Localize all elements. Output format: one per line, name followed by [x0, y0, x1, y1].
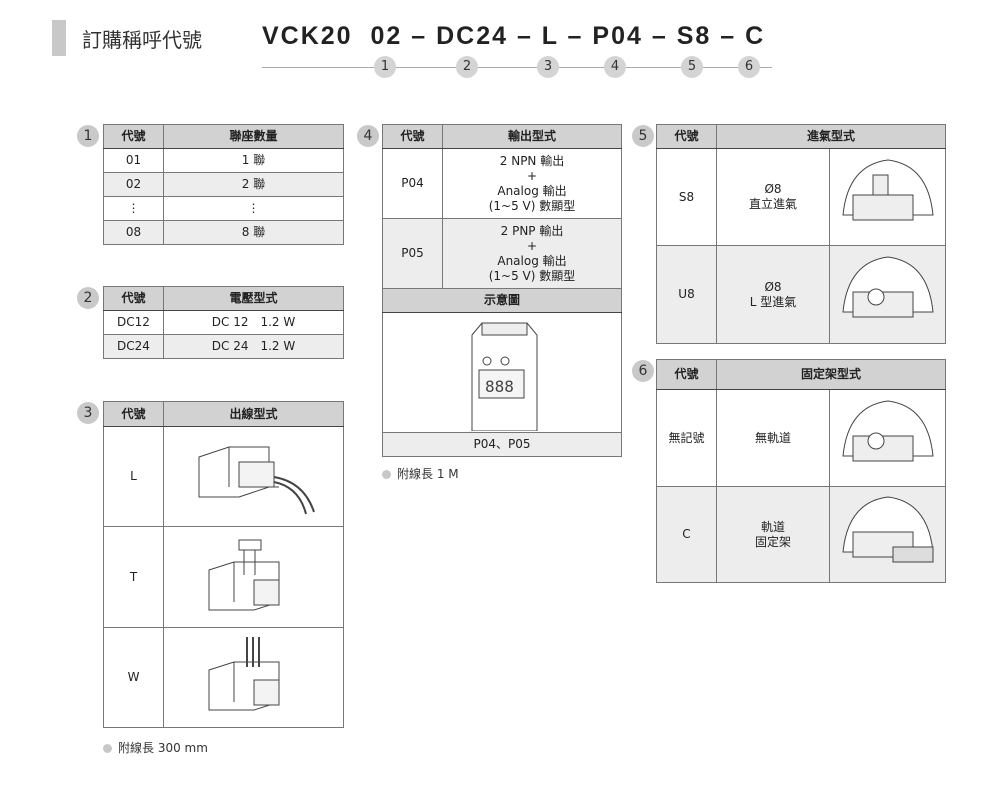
line: 2 NPN 輸出 — [499, 153, 565, 168]
col-header: 代號 — [103, 124, 164, 149]
col-header: 聯座數量 — [163, 124, 344, 149]
line: 軌道 — [760, 519, 785, 534]
cell: DC 12 1.2 W — [163, 310, 344, 335]
cell: P04 — [382, 148, 443, 219]
cell: P05 — [382, 218, 443, 289]
svg-text:888: 888 — [485, 377, 514, 396]
line: 直立進氣 — [748, 197, 797, 211]
col-header: 出線型式 — [163, 401, 344, 427]
col-header: 代號 — [382, 124, 443, 149]
inlet-u8-image — [829, 245, 946, 344]
cell: 軌道固定架 — [716, 486, 830, 583]
line: Analog 輸出 — [497, 253, 567, 268]
line: L 型進氣 — [749, 294, 797, 309]
line: Analog 輸出 — [497, 183, 567, 198]
sensor-diagram-image: 888 — [382, 312, 622, 433]
cell: ⋮ — [163, 196, 344, 221]
col-header: 代號 — [103, 401, 164, 427]
marker-2: 2 — [456, 56, 478, 78]
marker-1: 1 — [374, 56, 396, 78]
cell: 2 聯 — [163, 172, 344, 197]
badge-4: 4 — [357, 125, 379, 147]
line: 2 PNP 輸出 — [500, 223, 564, 238]
cell: W — [103, 627, 164, 728]
cell: C — [656, 486, 717, 583]
cell: ⋮ — [103, 196, 164, 221]
cell: 2 PNP 輸出+Analog 輸出(1~5 V) 數顯型 — [442, 218, 622, 289]
col-header: 輸出型式 — [442, 124, 622, 149]
diagram-header: 示意圖 — [382, 288, 622, 313]
title-bar-accent — [52, 20, 66, 56]
cell: 2 NPN 輸出+Analog 輸出(1~5 V) 數顯型 — [442, 148, 622, 219]
cell: DC12 — [103, 310, 164, 335]
wiring-w-image — [163, 627, 344, 728]
col-header: 代號 — [103, 286, 164, 311]
col-header: 電壓型式 — [163, 286, 344, 311]
line: + — [526, 168, 538, 183]
line: Ø8 — [764, 182, 782, 196]
cell: 8 聯 — [163, 220, 344, 245]
table-wiring: 代號出線型式 L T W — [103, 401, 344, 728]
bullet-icon — [103, 744, 112, 753]
marker-5: 5 — [681, 56, 703, 78]
badge-5: 5 — [632, 125, 654, 147]
badge-3: 3 — [77, 402, 99, 424]
col-header: 代號 — [656, 359, 717, 390]
line: 固定架 — [754, 534, 791, 549]
badge-2: 2 — [77, 287, 99, 309]
wiring-l-image — [163, 426, 344, 527]
cell: 無記號 — [656, 389, 717, 487]
note-cable-length: 附線長 1 M — [382, 465, 459, 482]
line: 無軌道 — [754, 430, 791, 445]
col-header: 進氣型式 — [716, 124, 946, 149]
marker-line — [262, 67, 772, 68]
marker-6: 6 — [738, 56, 760, 78]
bullet-icon — [382, 470, 391, 479]
cell: DC24 — [103, 334, 164, 359]
cell: 無軌道 — [716, 389, 830, 487]
note-cable-length: 附線長 300 mm — [103, 739, 208, 756]
model-code: VCK20 02 – DC24 – L – P04 – S8 – C — [262, 22, 766, 50]
mount-rail-image — [829, 486, 946, 583]
cell: S8 — [656, 148, 717, 246]
marker-3: 3 — [537, 56, 559, 78]
badge-6: 6 — [632, 360, 654, 382]
inlet-s8-image — [829, 148, 946, 246]
col-header: 代號 — [656, 124, 717, 149]
cell: L — [103, 426, 164, 527]
page-title: 訂購稱呼代號 — [82, 28, 202, 52]
badge-1: 1 — [77, 125, 99, 147]
marker-4: 4 — [604, 56, 626, 78]
cell: T — [103, 526, 164, 628]
cell: U8 — [656, 245, 717, 344]
cell: DC 24 1.2 W — [163, 334, 344, 359]
cell: 02 — [103, 172, 164, 197]
line: Ø8 — [764, 279, 782, 294]
diagram-caption: P04、P05 — [382, 432, 622, 457]
note-text: 附線長 300 mm — [118, 741, 208, 755]
line: + — [526, 238, 538, 253]
cell: 1 聯 — [163, 148, 344, 173]
mount-none-image — [829, 389, 946, 487]
wiring-t-image — [163, 526, 344, 628]
cell: 01 — [103, 148, 164, 173]
cell: 08 — [103, 220, 164, 245]
line: (1~5 V) 數顯型 — [488, 268, 576, 283]
line: (1~5 V) 數顯型 — [488, 198, 576, 213]
col-header: 固定架型式 — [716, 359, 946, 390]
note-text: 附線長 1 M — [397, 467, 459, 481]
